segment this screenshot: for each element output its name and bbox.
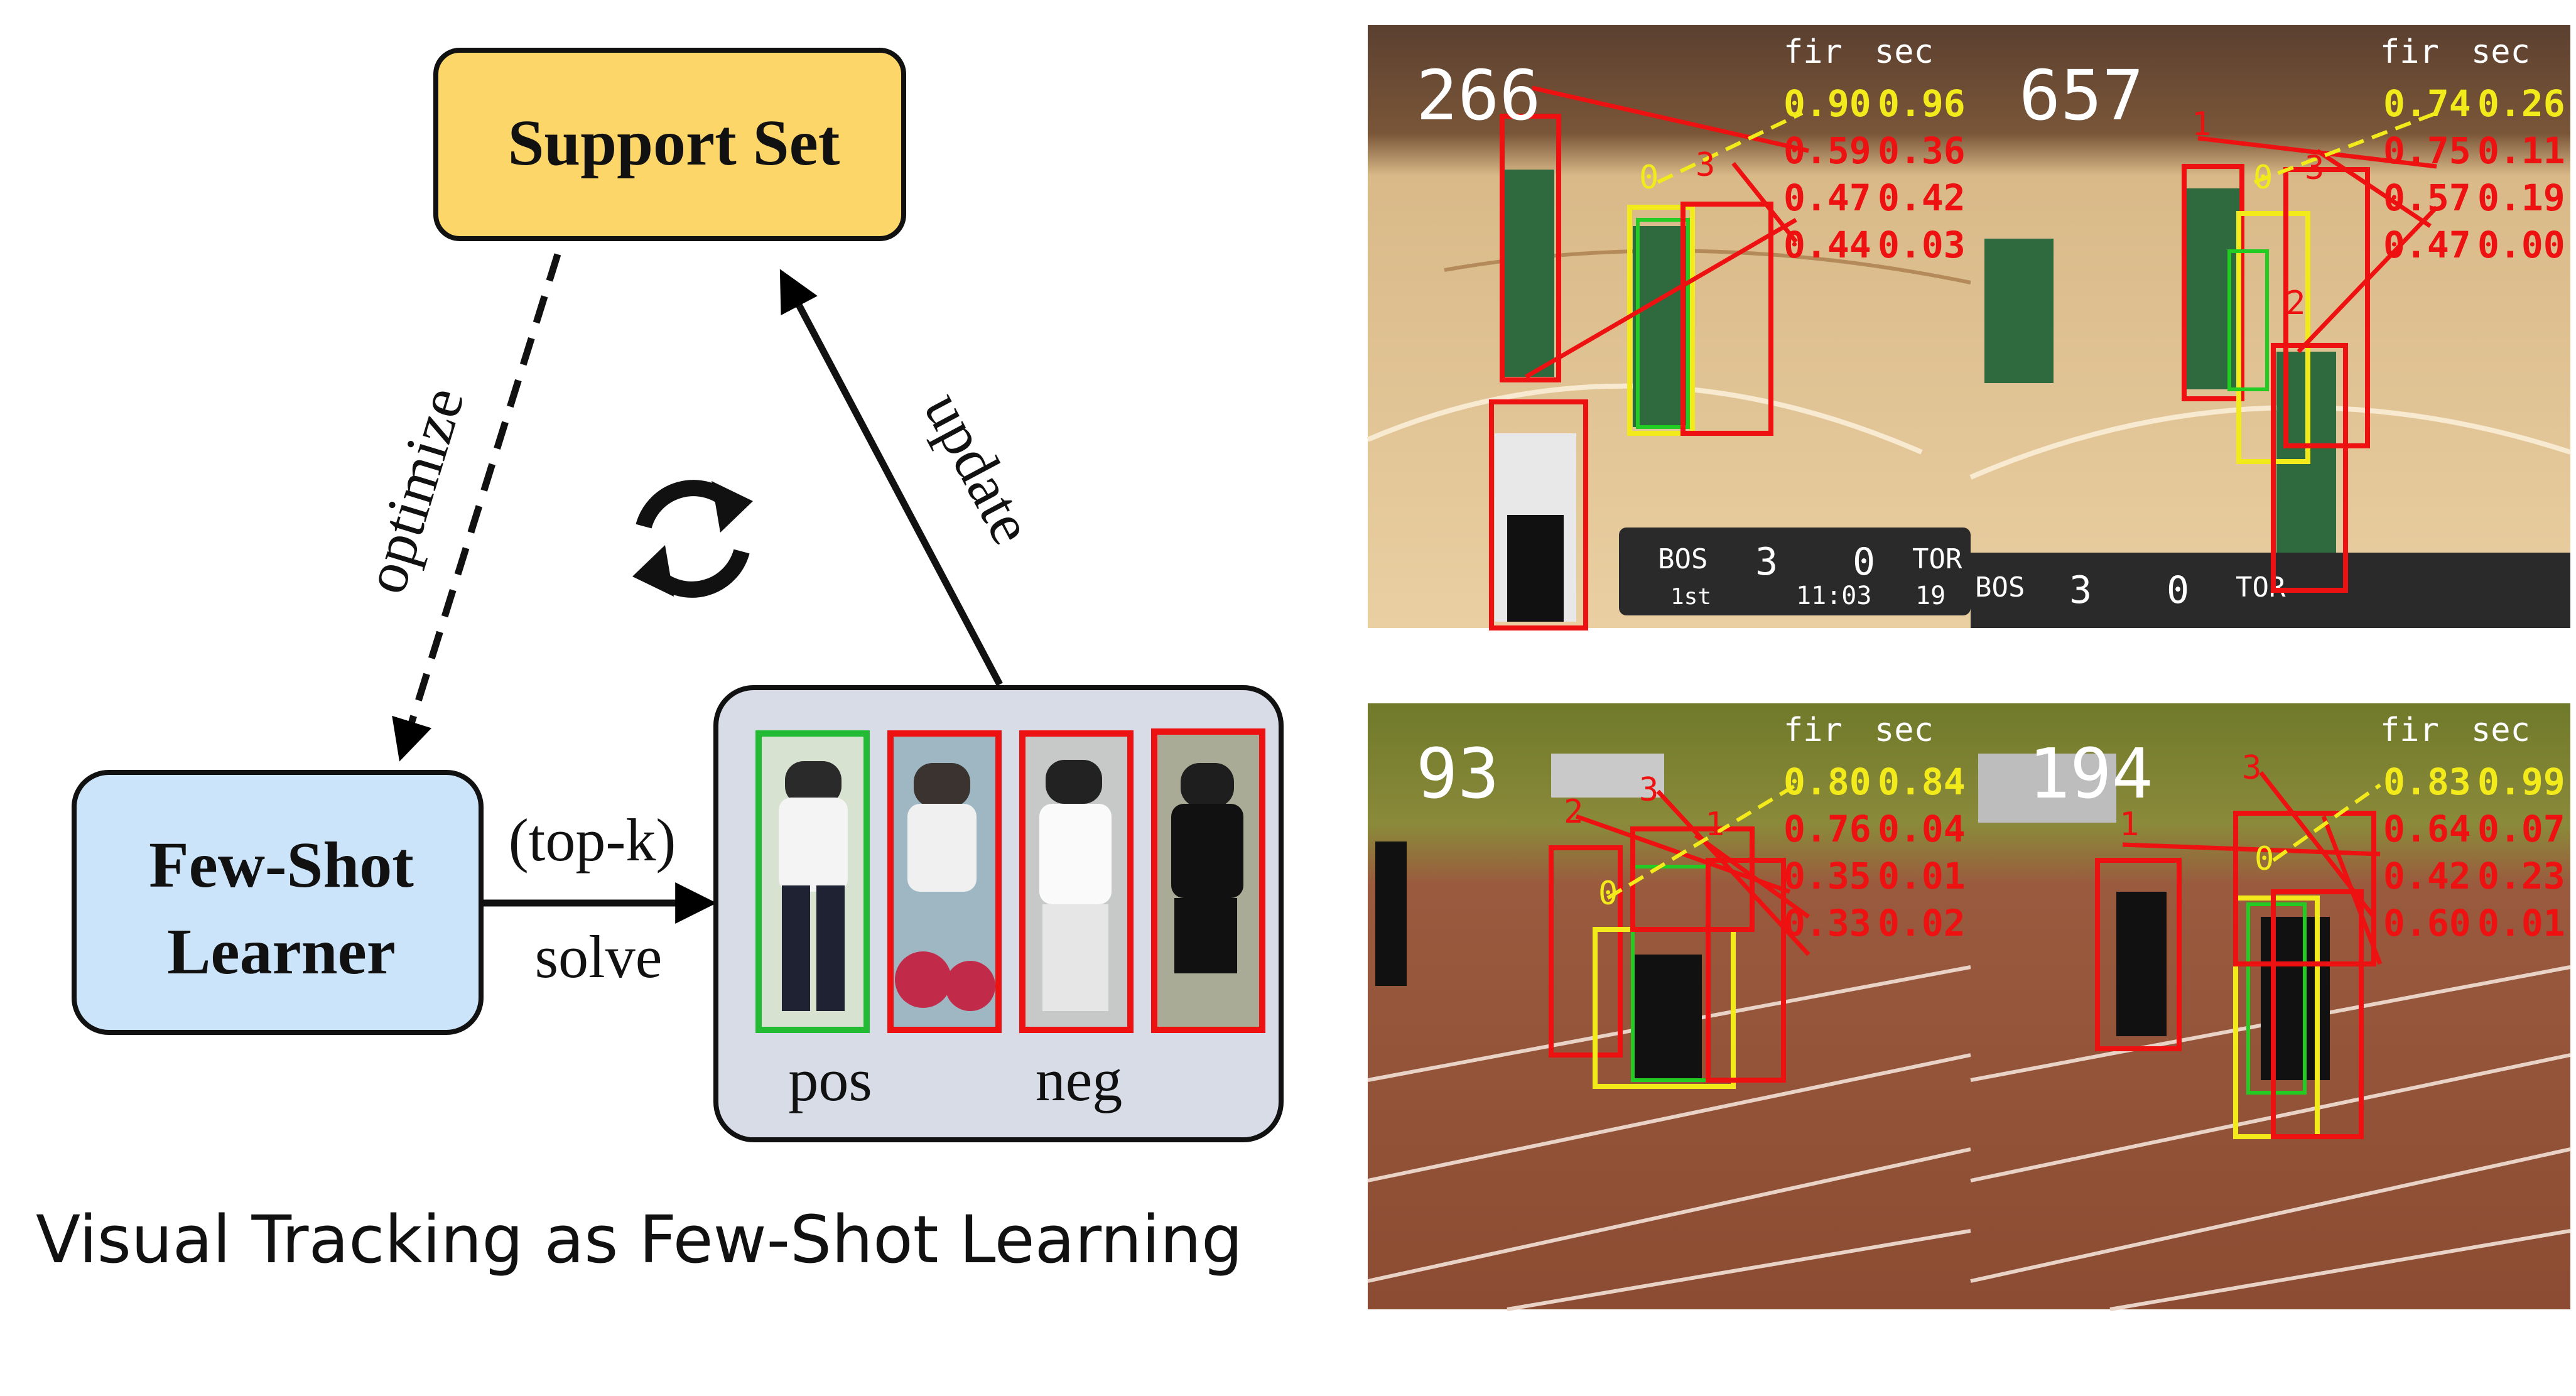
support-set-node: Support Set [433, 48, 906, 241]
header-fir: fir [1783, 712, 1843, 749]
score-list: 0.90 0.96 0.59 0.36 0.47 0.42 0.44 0.03 [1783, 82, 1966, 266]
scoreboard-score-b: 0 [1853, 540, 1875, 584]
frame-number: 657 [2019, 55, 2144, 136]
track-id-marker: 1 [2192, 106, 2211, 143]
score-fir: 0.75 [2383, 129, 2471, 172]
scoreboard-clock: 11:03 [1796, 582, 1871, 610]
scoreboard-team-a: BOS [1975, 571, 2025, 603]
score-fir: 0.47 [1783, 176, 1871, 219]
track-id-marker: 0 [1598, 875, 1618, 912]
score-sec: 0.11 [2477, 129, 2565, 172]
scoreboard-team-b: TOR [2236, 571, 2286, 603]
tracking-panel-track-194: 3 1 0 194 fir sec 0.83 0.99 0.64 0.07 0.… [1970, 703, 2571, 1311]
score-fir: 0.64 [2383, 808, 2471, 850]
score-sec: 0.01 [2477, 902, 2565, 944]
score-fir: 0.90 [1783, 82, 1871, 125]
score-fir: 0.80 [1783, 760, 1871, 803]
score-sec: 0.19 [2477, 176, 2565, 219]
header-sec: sec [1875, 712, 1934, 749]
score-sec: 0.03 [1878, 224, 1966, 266]
header-sec: sec [2471, 33, 2530, 71]
track-id-marker: 0 [2254, 840, 2274, 878]
scoreboard-shot-clock: 19 [1915, 582, 1946, 610]
score-sec: 0.23 [2477, 855, 2565, 897]
header-fir: fir [2380, 33, 2439, 71]
tracking-panel-track-93: 3 2 1 0 93 fir sec 0.80 0.84 0.76 0.04 0… [1367, 703, 1971, 1311]
scoreboard-team-b: TOR [1912, 543, 1962, 575]
score-fir: 0.42 [2383, 855, 2471, 897]
track-id-marker: 0 [2253, 159, 2273, 197]
few-shot-learner-node: Few-Shot Learner [72, 770, 484, 1035]
score-sec: 0.01 [1878, 855, 1966, 897]
score-fir: 0.76 [1783, 808, 1871, 850]
track-id-marker: 1 [2119, 806, 2139, 843]
score-sec: 0.84 [1878, 760, 1966, 803]
scoreboard-period: 1st [1670, 584, 1711, 610]
scoreboard-score-a: 3 [1755, 540, 1778, 584]
score-sec: 0.36 [1878, 129, 1966, 172]
score-fir: 0.83 [2383, 760, 2471, 803]
score-sec: 0.07 [2477, 808, 2565, 850]
scoreboard-score-b: 0 [2167, 568, 2189, 612]
score-list: 0.83 0.99 0.64 0.07 0.42 0.23 0.60 0.01 [2383, 760, 2565, 944]
frame-number: 93 [1416, 733, 1499, 814]
track-id-marker: 2 [1564, 793, 1583, 831]
header-fir: fir [2380, 712, 2439, 749]
tracking-panel-basketball-266: BOS 3 0 TOR 1st 11:03 19 0 3 266 fir sec… [1366, 25, 1971, 630]
track-id-marker: 1 [1705, 806, 1724, 843]
score-list: 0.80 0.84 0.76 0.04 0.35 0.01 0.33 0.02 [1783, 760, 1966, 944]
header-sec: sec [1875, 33, 1934, 71]
neg-label: neg [1036, 1046, 1123, 1113]
score-fir: 0.74 [2383, 82, 2471, 125]
refresh-cycle-icon [632, 480, 753, 598]
score-sec: 0.00 [2477, 224, 2565, 266]
support-set-label: Support Set [508, 107, 840, 179]
score-list: 0.74 0.26 0.75 0.11 0.57 0.19 0.47 0.00 [2383, 82, 2565, 266]
score-fir: 0.35 [1783, 855, 1871, 897]
header-sec: sec [2471, 712, 2530, 749]
positive-sample-crop [755, 730, 870, 1033]
frame-number: 194 [2028, 733, 2153, 814]
scoreboard-score-a: 3 [2069, 568, 2092, 612]
learner-label-line2: Learner [167, 916, 396, 988]
negative-sample-crop [887, 730, 1002, 1033]
solve-label: solve [535, 923, 663, 990]
track-id-marker: 2 [2286, 284, 2305, 322]
score-sec: 0.04 [1878, 808, 1966, 850]
track-id-marker: 3 [1639, 771, 1659, 809]
update-label: update [911, 381, 1046, 555]
score-sec: 0.26 [2477, 82, 2565, 125]
frame-number: 266 [1416, 55, 1541, 136]
samples-box: pos neg [713, 685, 1284, 1142]
score-sec: 0.99 [2477, 760, 2565, 803]
scoreboard-team-a: BOS [1658, 543, 1707, 575]
learner-label-line1: Few-Shot [149, 829, 414, 901]
pos-label: pos [788, 1046, 872, 1113]
negative-sample-crop [1151, 728, 1265, 1033]
score-fir: 0.60 [2383, 902, 2471, 944]
track-id-marker: 3 [2305, 149, 2324, 187]
score-sec: 0.02 [1878, 902, 1966, 944]
topk-label: (top-k) [509, 806, 676, 874]
score-fir: 0.47 [2383, 224, 2471, 266]
score-sec: 0.42 [1878, 176, 1966, 219]
score-fir: 0.59 [1783, 129, 1871, 172]
score-fir: 0.57 [2383, 176, 2471, 219]
track-id-marker: 3 [1696, 146, 1715, 184]
score-sec: 0.96 [1878, 82, 1966, 125]
track-id-marker: 0 [1639, 159, 1659, 197]
negative-sample-crop [1019, 730, 1134, 1033]
figure-caption: Visual Tracking as Few-Shot Learning [36, 1201, 1243, 1278]
score-fir: 0.44 [1783, 224, 1871, 266]
track-id-marker: 3 [2242, 749, 2261, 787]
header-fir: fir [1783, 33, 1843, 71]
score-fir: 0.33 [1783, 902, 1871, 944]
update-arrow [779, 269, 1003, 686]
tracking-panel-basketball-657: BOS 3 0 TOR 1 3 0 2 657 fir sec 0.74 0.2… [1969, 25, 2572, 628]
